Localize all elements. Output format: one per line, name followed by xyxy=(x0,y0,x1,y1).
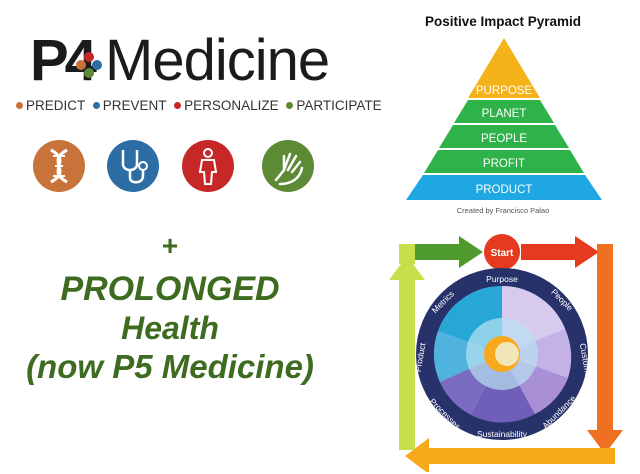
pyramid-graphic: PURPOSE PLANET PEOPLE PROFIT PRODUCT xyxy=(406,38,602,200)
prevent-dot-icon xyxy=(92,102,100,110)
predict-dot-icon xyxy=(16,102,23,110)
pyramid-label-people: PEOPLE xyxy=(481,133,527,145)
pyramid-label-product: PRODUCT xyxy=(476,184,533,196)
dna-icon xyxy=(33,140,85,192)
wheel xyxy=(416,268,588,440)
pyramid-label-purpose: PURPOSE xyxy=(476,85,533,97)
arrow-left-head xyxy=(389,256,425,280)
wheel-center-highlight xyxy=(495,342,519,366)
statement-plus: + xyxy=(161,230,179,261)
pyramid-level-planet xyxy=(454,100,554,123)
participate-dot-icon xyxy=(286,102,294,110)
pyramid-level-profit xyxy=(424,150,584,173)
pyramid-level-people xyxy=(439,125,569,148)
arrow-right xyxy=(597,244,613,434)
pyramid-level-purpose xyxy=(468,38,540,98)
p4-tagline: PREDICT PREVENT PERSONALIZE PARTICIPATE xyxy=(12,98,382,113)
p4-word: Medicine xyxy=(105,28,330,93)
person-icon xyxy=(182,140,234,192)
pyramid-label-profit: PROFIT xyxy=(483,158,525,170)
statement-line3: (now P5 Medicine) xyxy=(26,348,314,385)
tagline-participate: PARTICIPATE xyxy=(296,98,382,113)
arrow-left xyxy=(399,278,415,450)
start-circle xyxy=(484,234,520,270)
arrow-top-right-head xyxy=(575,236,599,268)
pyramid-credit: Created by Francisco Palao xyxy=(456,206,550,215)
arrow-top-left-head xyxy=(459,236,483,268)
stethoscope-icon xyxy=(107,140,159,192)
segment-label-sustainability: Sustainability xyxy=(477,429,528,439)
personalize-dot-icon xyxy=(174,102,182,110)
cycle-diagram: Start Purpose People Customer Abundance … xyxy=(389,234,623,472)
tagline-personalize: PERSONALIZE xyxy=(184,98,279,113)
hand-icon xyxy=(262,140,314,192)
arrow-bottom-head xyxy=(405,438,429,472)
statement-line2: Health xyxy=(121,310,219,346)
statement-line1: PROLONGED xyxy=(60,270,280,308)
arrow-top-right xyxy=(521,244,577,260)
pyramid-level-product xyxy=(406,175,602,200)
arrow-right-head xyxy=(587,430,623,454)
segment-label-purpose: Purpose xyxy=(486,274,518,284)
arrow-top-left xyxy=(403,244,461,260)
pyramid-label-planet: PLANET xyxy=(482,108,527,120)
tagline-prevent: PREVENT xyxy=(102,98,167,113)
arrow-left-cap xyxy=(399,244,415,264)
p4-cross-icon xyxy=(76,52,102,78)
tagline-predict: PREDICT xyxy=(26,98,86,113)
pyramid-title: Positive Impact Pyramid xyxy=(424,14,582,29)
start-label: Start xyxy=(491,248,514,259)
arrow-bottom xyxy=(425,448,615,464)
